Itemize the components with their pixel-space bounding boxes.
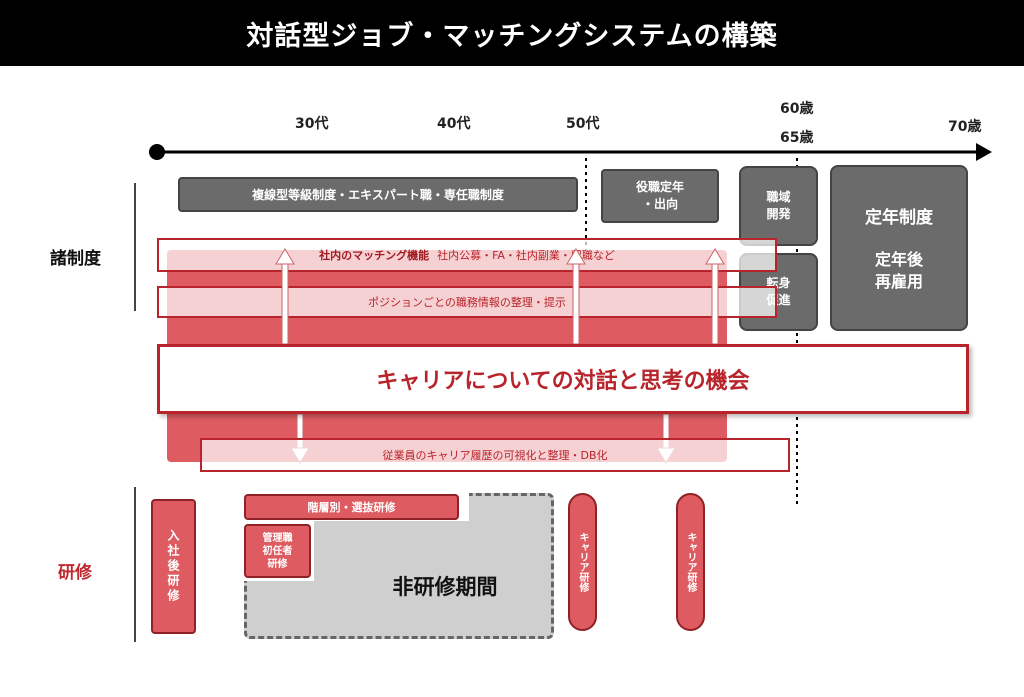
career-history-bar: 従業員のキャリア履歴の可視化と整理・DB化 [200, 438, 790, 472]
career-training-late-50s: キャリア研修 [676, 493, 705, 631]
age-label-40s: 40代 [437, 116, 471, 132]
systems-section-label: 諸制度 [50, 249, 101, 269]
matching-function-bar: 社内のマッチング機能 社内公募・FA・社内副業・留職など [157, 238, 777, 272]
arrow-up-left-head [275, 248, 295, 265]
new-manager-training: 管理職 初任者 研修 [244, 524, 311, 578]
tiered-training: 階層別・選抜研修 [244, 494, 459, 520]
training-section-label: 研修 [58, 563, 92, 583]
non-training-label: 非研修期間 [392, 575, 498, 599]
age-label-60: 60歳 [780, 101, 814, 117]
retirement-title: 定年制度 [865, 208, 933, 228]
arrow-up-right-head [705, 248, 725, 265]
age-label-30s: 30代 [295, 116, 329, 132]
systems-divider [134, 183, 136, 311]
timeline-start-dot [149, 144, 165, 160]
new-hire-training: 入社後研修 [151, 499, 196, 634]
arrow-up-right-shaft [711, 261, 719, 345]
age-label-70: 70歳 [948, 119, 982, 135]
age-label-65: 65歳 [780, 130, 814, 146]
career-dialogue-box: キャリアについての対話と思考の機会 [157, 344, 969, 414]
retirement-sub: 定年後 再雇用 [874, 250, 923, 291]
retirement-system-box: 定年制度 定年後 再雇用 [830, 165, 968, 331]
page-title: 対話型ジョブ・マッチングシステムの構築 [0, 0, 1024, 66]
matching-function-label: 社内のマッチング機能 [319, 249, 430, 262]
arrow-up-left-shaft [281, 261, 289, 345]
age-label-50s: 50代 [566, 116, 600, 132]
training-divider [134, 487, 136, 642]
arrow-up-mid-shaft [572, 261, 580, 345]
timeline-arrowhead [976, 143, 992, 161]
job-info-bar: ポジションごとの職務情報の整理・提示 [157, 286, 777, 318]
arrow-up-mid-head [566, 248, 586, 265]
post-retirement-box: 役職定年 ・出向 [601, 169, 719, 223]
grade-system-bar: 複線型等級制度・エキスパート職・専任職制度 [178, 177, 578, 212]
career-training-50s: キャリア研修 [568, 493, 597, 631]
job-development-box: 職域 開発 [739, 166, 818, 246]
non-training-area-fill [316, 523, 466, 583]
